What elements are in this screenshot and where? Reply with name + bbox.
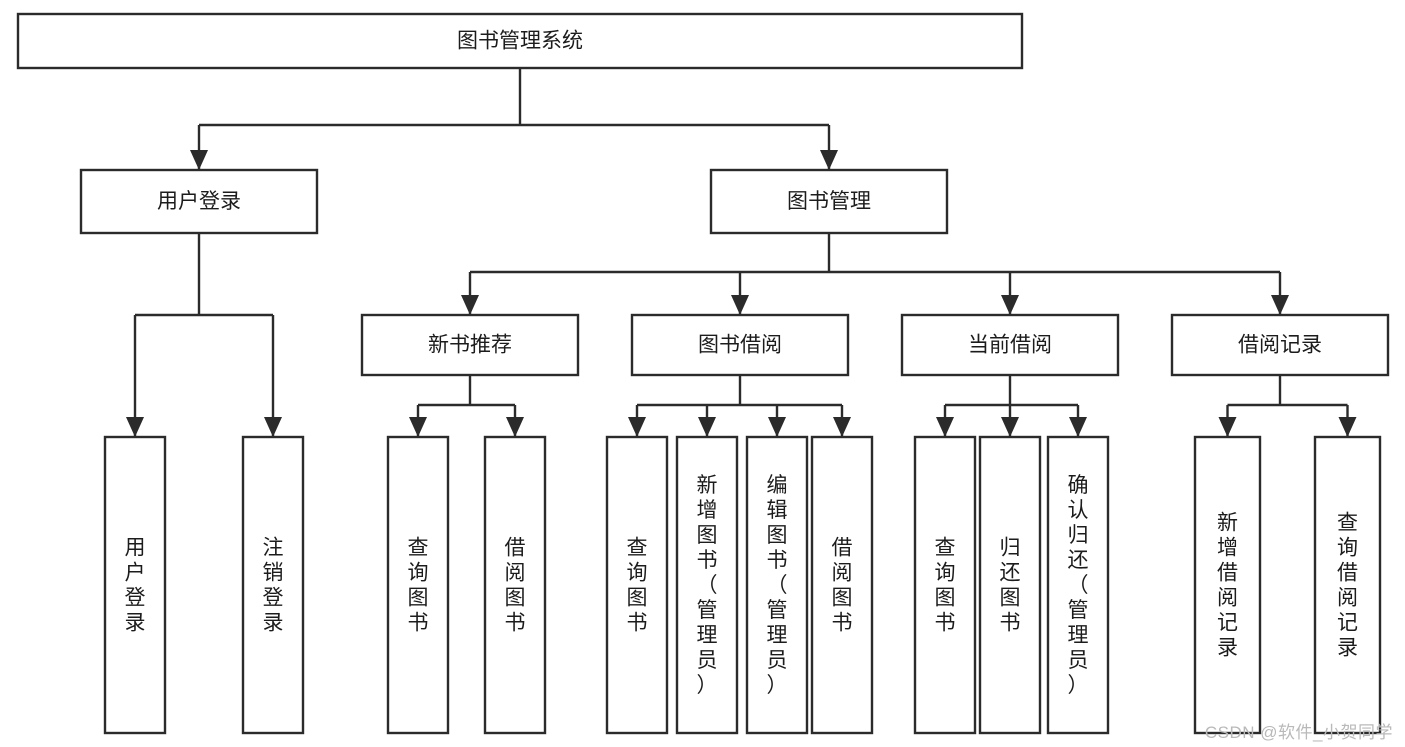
node-leaf-3-rect [483,435,547,735]
node-leaf-7-rect [810,435,874,735]
level3-3-to-leaves-arrow-0 [1218,417,1237,437]
node-leaf-9[interactable]: 归还图书 [978,435,1042,735]
node-system-root-rect [16,12,1024,70]
node-leaf-4-rect [605,435,669,735]
node-level3-0-label: 新书推荐 [428,334,512,357]
node-leaf-9-label: 归还图书 [1000,537,1021,635]
node-level3-2-rect [900,313,1120,377]
node-level3-2[interactable]: 当前借阅 [900,313,1120,377]
node-level3-1[interactable]: 图书借阅 [630,313,850,377]
level3-2-to-leaves-arrow-0 [936,417,954,437]
level3-2-to-leaves-arrow-1 [1001,417,1019,437]
node-leaf-5-rect [675,435,739,735]
level3-1-to-leaves-arrow-2 [768,417,786,437]
node-level2-1-rect [709,168,949,235]
node-leaf-10[interactable]: 确认归还（管理员） [1046,435,1110,735]
node-level2-0-label: 用户登录 [157,190,241,213]
node-leaf-9-rect [978,435,1042,735]
node-leaf-0[interactable]: 用户登录 [103,435,167,735]
node-leaf-7[interactable]: 借阅图书 [810,435,874,735]
node-level3-3-rect [1170,313,1390,377]
nodes-layer: 图书管理系统用户登录图书管理新书推荐图书借阅当前借阅借阅记录用户登录注销登录查询… [16,12,1390,735]
node-leaf-1-rect [241,435,305,735]
book-mgmt-to-level3-arrow-1 [731,295,749,315]
node-leaf-7-label: 借阅图书 [832,537,853,635]
connectors-layer [126,68,1357,437]
level3-3-to-leaves-arrow-1 [1338,417,1357,437]
level3-1-to-leaves-arrow-1 [698,417,716,437]
node-level3-0-rect [360,313,580,377]
node-level3-1-rect [630,313,850,377]
root-to-level2-arrow-0 [190,150,208,170]
node-leaf-1[interactable]: 注销登录 [241,435,305,735]
level3-0-to-leaves-arrow-0 [409,417,427,437]
node-leaf-0-rect [103,435,167,735]
node-level2-1[interactable]: 图书管理 [709,168,949,235]
node-leaf-5[interactable]: 新增图书（管理员） [675,435,739,735]
node-leaf-2[interactable]: 查询图书 [386,435,450,735]
node-leaf-12-label: 查询借阅记录 [1337,512,1358,660]
node-leaf-8[interactable]: 查询图书 [913,435,977,735]
user-login-to-leaves-arrow-0 [126,417,144,437]
level3-2-to-leaves-arrow-2 [1069,417,1087,437]
node-system-root[interactable]: 图书管理系统 [16,12,1024,70]
level3-1-to-leaves-arrow-3 [833,417,851,437]
book-mgmt-to-level3-arrow-3 [1271,295,1289,315]
node-leaf-2-label: 查询图书 [408,537,429,635]
node-leaf-6-label: 编辑图书（管理员） [767,474,788,697]
node-leaf-5-label: 新增图书（管理员） [697,474,718,697]
node-leaf-0-label: 用户登录 [125,537,146,635]
node-leaf-10-rect [1046,435,1110,735]
node-leaf-3-label: 借阅图书 [505,537,526,635]
level3-0-to-leaves-arrow-1 [506,417,524,437]
node-level3-2-label: 当前借阅 [968,334,1052,357]
node-leaf-10-label: 确认归还（管理员） [1068,474,1089,697]
node-leaf-11-label: 新增借阅记录 [1217,512,1238,660]
node-level3-0[interactable]: 新书推荐 [360,313,580,377]
node-level2-1-label: 图书管理 [787,190,871,213]
node-level3-1-label: 图书借阅 [698,334,782,357]
node-leaf-12[interactable]: 查询借阅记录 [1313,435,1382,735]
node-leaf-4[interactable]: 查询图书 [605,435,669,735]
node-level2-0[interactable]: 用户登录 [79,168,319,235]
node-leaf-6-rect [745,435,809,735]
node-system-root-label: 图书管理系统 [457,30,583,53]
user-login-to-leaves-arrow-1 [264,417,282,437]
node-level3-3[interactable]: 借阅记录 [1170,313,1390,377]
node-leaf-6[interactable]: 编辑图书（管理员） [745,435,809,735]
book-mgmt-to-level3-arrow-2 [1001,295,1019,315]
watermark-text: CSDN @软件_小贺同学 [1204,723,1393,742]
node-leaf-11[interactable]: 新增借阅记录 [1193,435,1262,735]
node-leaf-4-label: 查询图书 [627,537,648,635]
level3-1-to-leaves-arrow-0 [628,417,646,437]
node-leaf-1-label: 注销登录 [263,537,284,635]
book-mgmt-to-level3-arrow-0 [461,295,479,315]
node-level3-3-label: 借阅记录 [1238,334,1322,357]
root-to-level2-arrow-1 [820,150,838,170]
node-leaf-12-rect [1313,435,1382,735]
node-leaf-3[interactable]: 借阅图书 [483,435,547,735]
node-leaf-2-rect [386,435,450,735]
node-leaf-11-rect [1193,435,1262,735]
node-leaf-8-rect [913,435,977,735]
node-level2-0-rect [79,168,319,235]
node-leaf-8-label: 查询图书 [935,537,956,635]
